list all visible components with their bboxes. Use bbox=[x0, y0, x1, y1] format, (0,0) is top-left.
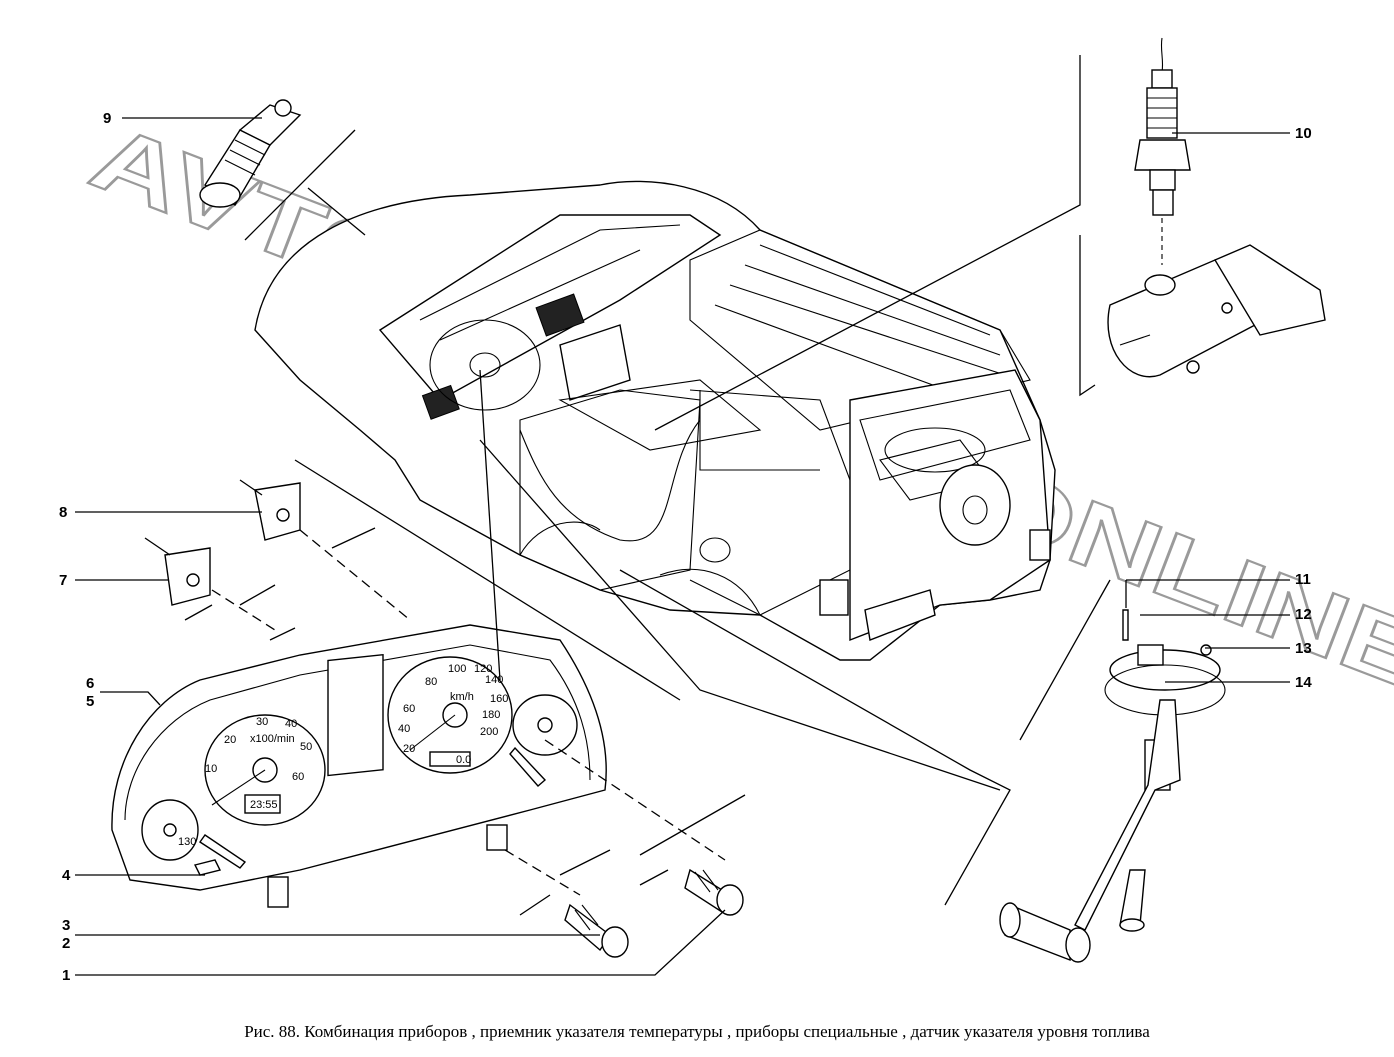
callout-5: 5 bbox=[86, 693, 94, 710]
svg-text:200: 200 bbox=[480, 726, 498, 738]
svg-text:0.0: 0.0 bbox=[456, 754, 471, 766]
svg-text:80: 80 bbox=[425, 676, 437, 688]
svg-text:20: 20 bbox=[224, 734, 236, 746]
svg-text:km/h: km/h bbox=[450, 691, 474, 703]
svg-text:60: 60 bbox=[292, 771, 304, 783]
callout-7: 7 bbox=[59, 572, 67, 589]
svg-text:100: 100 bbox=[448, 663, 466, 675]
callout-13: 13 bbox=[1295, 640, 1312, 657]
svg-text:40: 40 bbox=[398, 723, 410, 735]
svg-text:10: 10 bbox=[205, 763, 217, 775]
callout-11: 11 bbox=[1295, 571, 1311, 588]
instrument-cluster: 23:55 10 20 30 40 50 60 x100/min 0.0 20 … bbox=[111, 624, 607, 908]
svg-text:160: 160 bbox=[490, 693, 508, 705]
temperature-sender bbox=[199, 99, 302, 208]
screws bbox=[564, 868, 744, 958]
figure-caption: Рис. 88. Комбинация приборов , приемник … bbox=[244, 1022, 1150, 1041]
leader-lines bbox=[75, 55, 1290, 976]
svg-text:120: 120 bbox=[474, 663, 492, 675]
svg-text:60: 60 bbox=[403, 703, 415, 715]
svg-text:140: 140 bbox=[485, 674, 503, 686]
clips bbox=[164, 482, 301, 606]
callout-12: 12 bbox=[1295, 606, 1312, 623]
callout-10: 10 bbox=[1295, 125, 1312, 142]
svg-text:20: 20 bbox=[403, 743, 415, 755]
callout-14: 14 bbox=[1295, 674, 1312, 691]
callout-9: 9 bbox=[103, 110, 111, 127]
svg-text:23:55: 23:55 bbox=[250, 799, 278, 811]
callout-8: 8 bbox=[59, 504, 67, 521]
svg-text:130: 130 bbox=[178, 836, 196, 848]
callouts: 1 2 3 4 5 6 7 8 9 10 11 12 13 14 bbox=[59, 110, 1312, 984]
callout-2: 2 bbox=[62, 935, 70, 952]
exhaust-converter bbox=[1107, 244, 1326, 378]
svg-text:x100/min: x100/min bbox=[250, 733, 295, 745]
svg-text:30: 30 bbox=[256, 716, 268, 728]
callout-3: 3 bbox=[62, 917, 70, 934]
oxygen-sensor bbox=[1134, 37, 1191, 265]
callout-1: 1 bbox=[62, 967, 70, 984]
car-body bbox=[254, 180, 1056, 661]
svg-text:50: 50 bbox=[300, 741, 312, 753]
svg-text:40: 40 bbox=[285, 718, 297, 730]
svg-text:180: 180 bbox=[482, 709, 500, 721]
callout-4: 4 bbox=[62, 867, 71, 884]
callout-6: 6 bbox=[86, 675, 94, 692]
fuel-level-sender bbox=[999, 609, 1226, 963]
